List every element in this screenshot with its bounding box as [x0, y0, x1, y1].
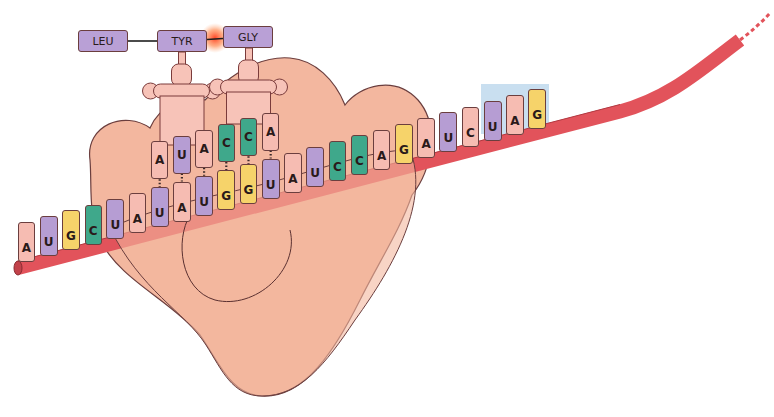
- mrna-base: G: [62, 210, 80, 250]
- mrna-base: A: [373, 130, 390, 170]
- base-letter: G: [66, 230, 76, 242]
- base-letter: C: [355, 155, 364, 167]
- base-letter: A: [510, 115, 519, 127]
- base-letter: G: [244, 184, 254, 196]
- mrna-base: G: [240, 164, 258, 204]
- amino-acid-label: GLY: [238, 32, 258, 43]
- base-letter: A: [177, 202, 186, 214]
- mrna-tail: [740, 12, 771, 40]
- base-letter: A: [199, 143, 208, 155]
- base-pair-bond: [270, 151, 272, 159]
- base-letter: A: [155, 154, 164, 166]
- base-letter: C: [333, 161, 342, 173]
- mrna-base: G: [528, 89, 546, 129]
- base-letter: U: [310, 167, 320, 179]
- mrna-base: U: [439, 112, 457, 152]
- mrna-base: C: [351, 135, 368, 175]
- mrna-base: U: [484, 101, 502, 141]
- base-pair-bond: [159, 179, 161, 187]
- base-letter: U: [199, 196, 209, 208]
- base-letter: C: [466, 127, 475, 139]
- base-letter: C: [244, 131, 253, 143]
- anticodon-base: C: [218, 124, 235, 162]
- base-letter: A: [266, 126, 275, 138]
- mrna-base: U: [40, 216, 58, 256]
- anticodon-base: A: [151, 141, 168, 179]
- peptide-bond: [207, 38, 223, 41]
- amino-acid-label: LEU: [92, 36, 113, 47]
- peptide-bond: [128, 40, 157, 42]
- mrna-base: U: [262, 159, 280, 199]
- anticodon-base: U: [173, 136, 191, 174]
- base-letter: A: [22, 242, 31, 254]
- base-letter: U: [443, 132, 453, 144]
- base-letter: U: [155, 207, 165, 219]
- base-letter: U: [110, 219, 120, 231]
- base-letter: A: [133, 213, 142, 225]
- base-letter: C: [89, 225, 98, 237]
- mrna-base: A: [284, 153, 301, 193]
- mrna-end: [14, 261, 22, 275]
- base-letter: U: [177, 149, 187, 161]
- base-letter: G: [399, 144, 409, 156]
- base-letter: A: [377, 150, 386, 162]
- base-pair-bond: [203, 168, 205, 176]
- mrna-base: A: [506, 95, 523, 135]
- base-letter: U: [488, 121, 498, 133]
- amino-acid-box: LEU: [78, 30, 128, 52]
- base-pair-bond: [225, 162, 227, 170]
- mrna-base: U: [151, 187, 169, 227]
- mrna-base: A: [417, 118, 434, 158]
- mrna-base: A: [18, 222, 35, 262]
- base-letter: U: [44, 236, 54, 248]
- base-letter: A: [421, 138, 430, 150]
- base-pair-bond: [181, 174, 183, 182]
- base-letter: G: [532, 109, 542, 121]
- subunit-groove: [182, 215, 291, 302]
- amino-acid-box: TYR: [157, 30, 207, 52]
- anticodon-base: C: [240, 118, 257, 156]
- mrna-base: U: [195, 176, 213, 216]
- mrna-base: A: [173, 182, 190, 222]
- mrna-base: U: [106, 199, 124, 239]
- mrna-base: A: [129, 193, 146, 233]
- mrna-base: G: [217, 170, 235, 210]
- mrna-base: C: [329, 141, 346, 181]
- mrna-base: U: [306, 147, 324, 187]
- mrna-base: C: [85, 205, 102, 245]
- amino-acid-box: GLY: [223, 26, 273, 48]
- base-letter: U: [266, 179, 276, 191]
- amino-acid-label: TYR: [171, 36, 192, 47]
- anticodon-base: A: [262, 113, 279, 151]
- mrna-base: C: [462, 107, 479, 147]
- anticodon-base: A: [195, 130, 212, 168]
- base-letter: G: [221, 190, 231, 202]
- ribosome: [90, 58, 432, 396]
- ribosome-small-subunit: [110, 150, 416, 396]
- mrna-base: G: [395, 124, 413, 164]
- base-letter: A: [288, 173, 297, 185]
- base-pair-bond: [247, 156, 249, 164]
- base-letter: C: [222, 137, 231, 149]
